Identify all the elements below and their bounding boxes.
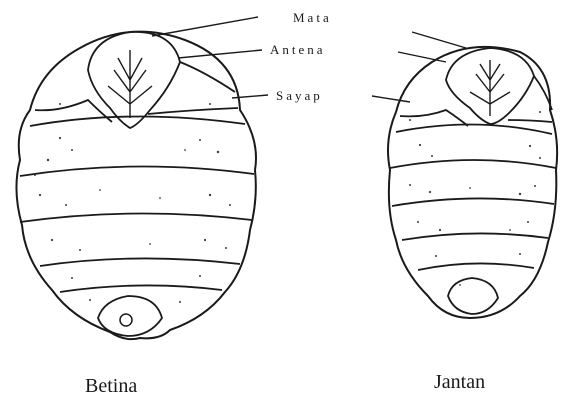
leader-mata-left bbox=[152, 17, 258, 36]
label-mata: Mata bbox=[293, 10, 332, 25]
label-antena: Antena bbox=[270, 42, 326, 57]
leader-mata-right bbox=[412, 32, 466, 48]
label-jantan: Jantan bbox=[434, 371, 485, 393]
female-body-outline bbox=[16, 32, 256, 339]
male-pupa bbox=[388, 47, 557, 318]
female-pupa bbox=[16, 32, 256, 339]
label-sayap: Sayap bbox=[276, 88, 323, 103]
label-betina: Betina bbox=[85, 375, 137, 397]
